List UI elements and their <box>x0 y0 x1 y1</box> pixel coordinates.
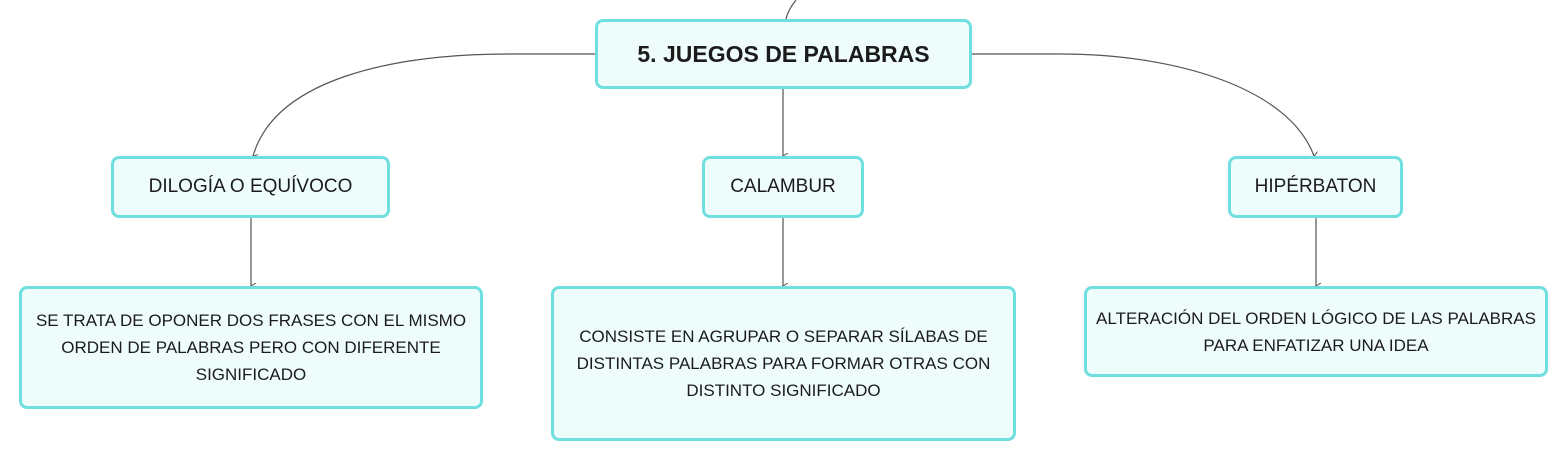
description-node-hiperbaton[interactable]: ALTERACIÓN DEL ORDEN LÓGICO DE LAS PALAB… <box>1084 286 1548 377</box>
description-node-calambur[interactable]: CONSISTE EN AGRUPAR O SEPARAR SÍLABAS DE… <box>551 286 1016 441</box>
root-node-label: 5. JUEGOS DE PALABRAS <box>637 40 930 67</box>
connector-root-to-dilogia <box>253 53 595 156</box>
topic-node-label: CALAMBUR <box>730 176 836 197</box>
topic-node-label: DILOGÍA O EQUÍVOCO <box>148 176 353 197</box>
topic-node-dilogia[interactable]: DILOGÍA O EQUÍVOCO <box>111 156 390 218</box>
description-text: SE TRATA DE OPONER DOS FRASES CON EL MIS… <box>35 311 467 384</box>
description-text: ALTERACIÓN DEL ORDEN LÓGICO DE LAS PALAB… <box>1096 308 1536 355</box>
connector-root-to-hiperbaton <box>972 53 1314 156</box>
connector-incoming <box>785 0 797 20</box>
topic-node-hiperbaton[interactable]: HIPÉRBATON <box>1228 156 1403 218</box>
description-node-dilogia[interactable]: SE TRATA DE OPONER DOS FRASES CON EL MIS… <box>19 286 483 409</box>
root-node[interactable]: 5. JUEGOS DE PALABRAS <box>595 19 972 89</box>
description-text: CONSISTE EN AGRUPAR O SEPARAR SÍLABAS DE… <box>576 327 991 400</box>
topic-node-label: HIPÉRBATON <box>1254 176 1377 197</box>
topic-node-calambur[interactable]: CALAMBUR <box>702 156 864 218</box>
